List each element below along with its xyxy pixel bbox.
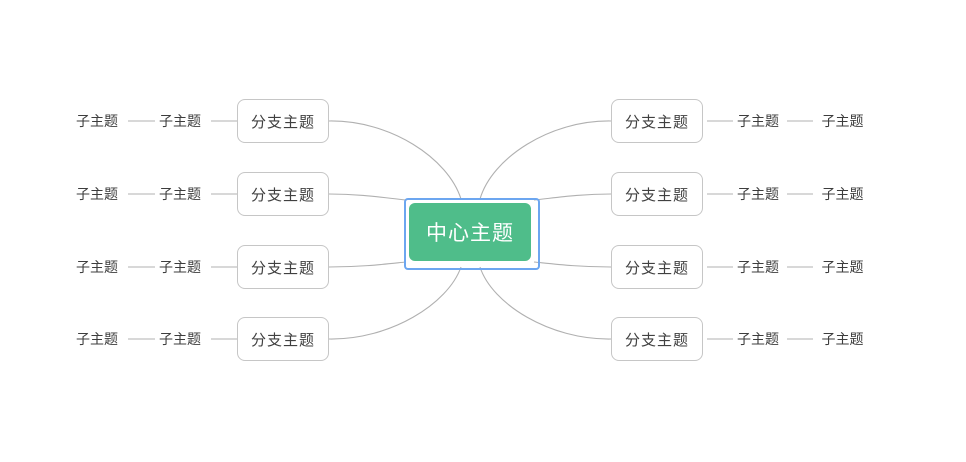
edge-center-left-3 bbox=[328, 261, 407, 268]
sub-topic-node[interactable]: 子主题 bbox=[821, 186, 864, 202]
sub-topic-node[interactable]: 子主题 bbox=[76, 331, 118, 347]
branch-topic-node[interactable]: 分支主题 bbox=[237, 317, 329, 361]
branch-topic-node[interactable]: 分支主题 bbox=[611, 172, 703, 216]
sub-topic-node[interactable]: 子主题 bbox=[821, 113, 864, 129]
branch-topic-node[interactable]: 分支主题 bbox=[611, 245, 703, 289]
sub-topic-node[interactable]: 子主题 bbox=[76, 113, 118, 129]
sub-topic-node[interactable]: 子主题 bbox=[737, 113, 779, 129]
branch-topic-node[interactable]: 分支主题 bbox=[237, 245, 329, 289]
sub-topic-node[interactable]: 子主题 bbox=[821, 331, 864, 347]
branch-topic-node[interactable]: 分支主题 bbox=[611, 99, 703, 143]
sub-topic-node[interactable]: 子主题 bbox=[159, 186, 201, 202]
sub-topic-node[interactable]: 子主题 bbox=[159, 331, 201, 347]
sub-topic-node[interactable]: 子主题 bbox=[737, 259, 779, 275]
sub-topic-node[interactable]: 子主题 bbox=[159, 113, 201, 129]
branch-topic-node[interactable]: 分支主题 bbox=[237, 172, 329, 216]
edge-center-right-1 bbox=[479, 120, 612, 200]
edge-center-right-3 bbox=[533, 261, 612, 268]
sub-topic-node[interactable]: 子主题 bbox=[76, 259, 118, 275]
edge-center-left-1 bbox=[328, 120, 462, 200]
sub-topic-node[interactable]: 子主题 bbox=[737, 331, 779, 347]
edge-center-right-4 bbox=[479, 266, 612, 340]
sub-topic-node[interactable]: 子主题 bbox=[737, 186, 779, 202]
sub-topic-node[interactable]: 子主题 bbox=[159, 259, 201, 275]
center-topic-node[interactable]: 中心主题 bbox=[409, 203, 531, 261]
branch-topic-node[interactable]: 分支主题 bbox=[237, 99, 329, 143]
branch-topic-node[interactable]: 分支主题 bbox=[611, 317, 703, 361]
sub-topic-node[interactable]: 子主题 bbox=[76, 186, 118, 202]
edge-center-left-2 bbox=[328, 193, 407, 201]
edge-center-left-4 bbox=[328, 266, 462, 340]
edge-center-right-2 bbox=[533, 193, 612, 201]
sub-topic-node[interactable]: 子主题 bbox=[821, 259, 864, 275]
center-topic-selection-frame bbox=[404, 198, 540, 270]
